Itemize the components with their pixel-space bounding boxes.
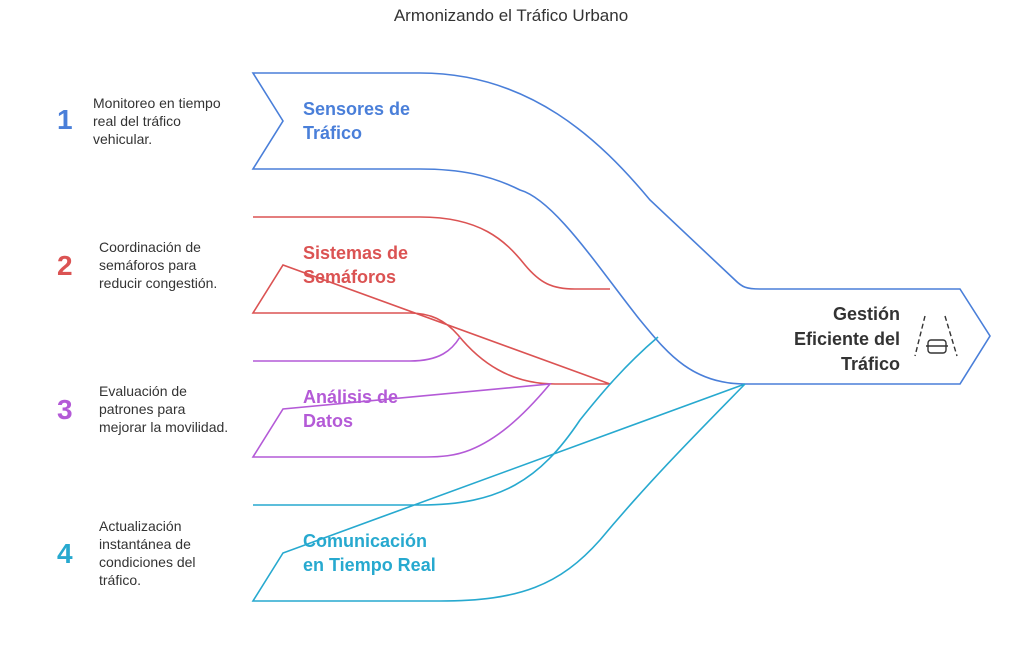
step-label-3: Análisis de Datos [303, 387, 399, 431]
step-number-4: 4 [57, 538, 73, 569]
step-description-1: Monitoreo en tiempo real del tráfico veh… [93, 95, 221, 147]
diagram-title: Armonizando el Tráfico Urbano [393, 6, 629, 25]
step-number-3: 3 [57, 394, 73, 425]
step-description-3: Evaluación de patrones para mejorar la m… [99, 383, 229, 435]
step-label-1: Sensores de Tráfico [303, 99, 411, 143]
step-number-2: 2 [57, 250, 73, 281]
step-number-1: 1 [57, 104, 73, 135]
flow-semaforos [251, 216, 611, 385]
step-description-2: Coordinación de semáforos para reducir c… [99, 239, 218, 291]
flow-sensores [251, 72, 991, 385]
flow-analisis [251, 336, 552, 458]
step-label-4: Comunicación en Tiempo Real [303, 531, 436, 575]
flow-comunicacion [251, 336, 746, 602]
target-label: Gestión Eficiente del Tráfico [793, 304, 900, 374]
step-label-2: Sistemas de Semáforos [303, 243, 409, 287]
step-description-4: Actualización instantánea de condiciones… [99, 518, 196, 588]
road-car-icon [914, 315, 958, 357]
